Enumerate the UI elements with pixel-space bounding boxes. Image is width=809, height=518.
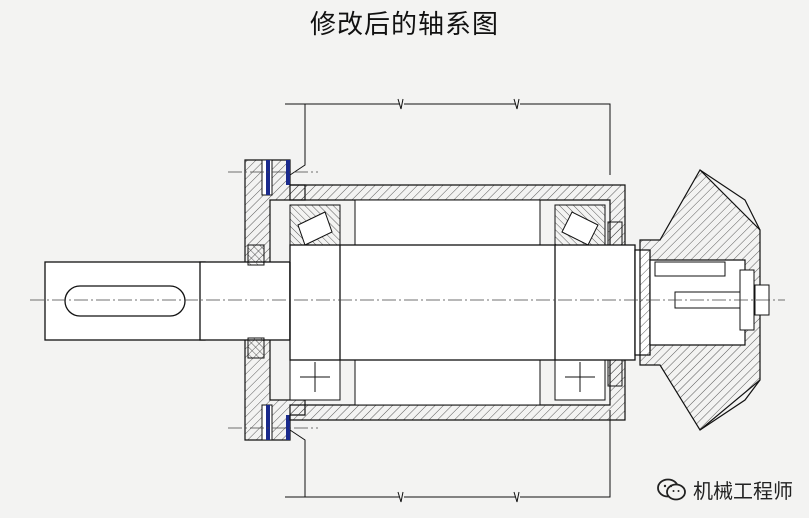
watermark-text: 机械工程师 (693, 479, 793, 503)
page-title: 修改后的轴系图 (309, 10, 499, 40)
centerline (30, 171, 785, 429)
housing-wall (285, 98, 611, 503)
seal-gasket (266, 160, 290, 440)
lock-nut (607, 221, 623, 387)
oil-seal (247, 244, 265, 359)
spacer-sleeve (354, 199, 541, 406)
main-shaft (44, 244, 651, 361)
wechat-icon (657, 478, 686, 500)
watermark: 机械工程师 (657, 475, 793, 504)
